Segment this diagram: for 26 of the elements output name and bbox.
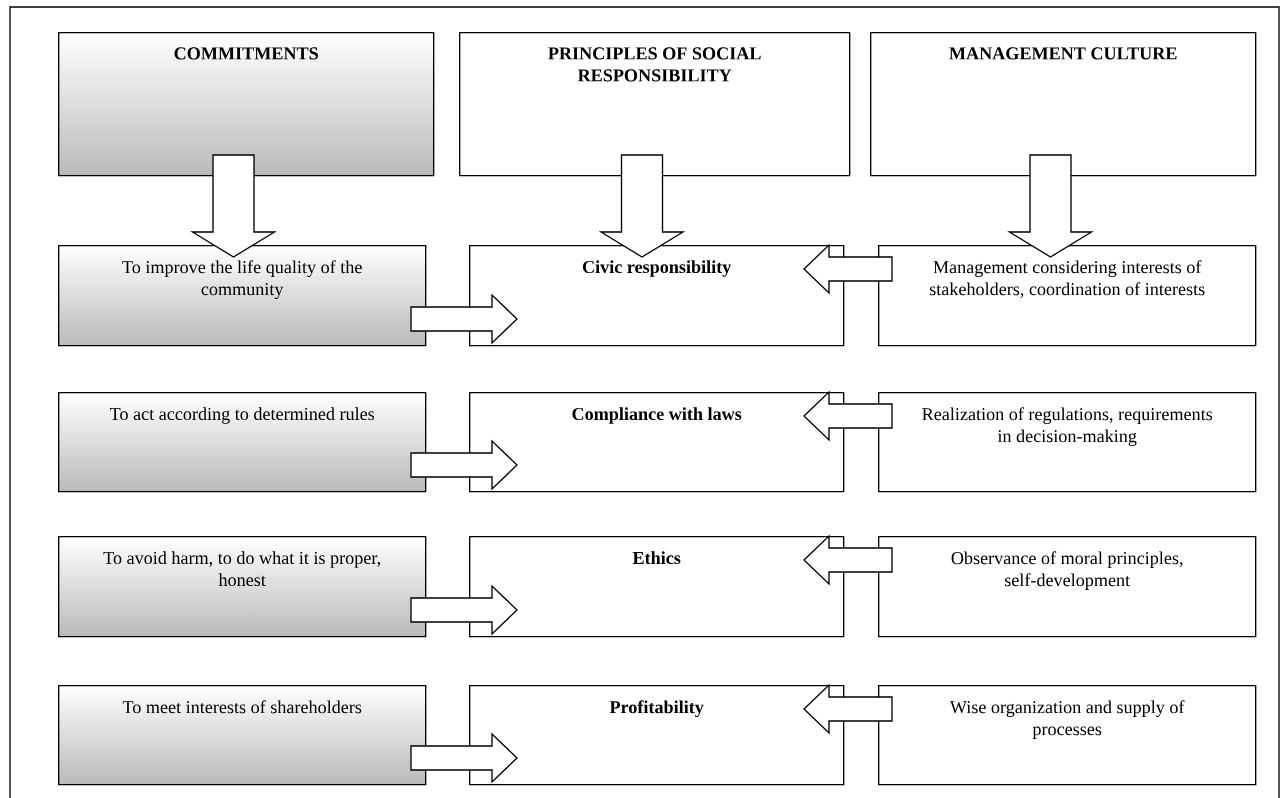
commitment-box: To meet interests of shareholders — [58, 685, 427, 786]
block-arrow — [1007, 154, 1094, 258]
block-arrow — [598, 154, 686, 258]
principle-box: Profitability — [469, 685, 845, 786]
block-arrow — [410, 584, 518, 636]
block-arrow — [803, 534, 893, 586]
block-arrow — [803, 683, 893, 735]
block-arrow — [410, 293, 518, 345]
management-box: Wise organization and supply of processes — [878, 685, 1257, 786]
principle-box: Civic responsibility — [469, 245, 845, 347]
commitment-box: To act according to determined rules — [58, 392, 427, 493]
block-arrow — [190, 154, 277, 258]
header-box: COMMITMENTS — [58, 32, 435, 177]
commitment-box: To improve the life quality of the community — [58, 245, 427, 347]
block-arrow — [410, 732, 518, 784]
principle-box: Ethics — [469, 536, 845, 638]
commitment-box: To avoid harm, to do what it is proper, honest — [58, 536, 427, 638]
management-box: Realization of regulations, requirements in decision-making — [878, 392, 1257, 493]
block-arrow — [410, 439, 518, 491]
principle-box: Compliance with laws — [469, 392, 845, 493]
block-arrow — [803, 243, 893, 295]
management-box: Management considering interests of stakeholders, coordination of interests — [878, 245, 1257, 347]
header-box: MANAGEMENT CULTURE — [870, 32, 1257, 177]
block-arrow — [803, 390, 893, 442]
header-box: PRINCIPLES OF SOCIAL RESPONSIBILITY — [459, 32, 851, 177]
management-box: Observance of moral principles, self-development — [878, 536, 1257, 638]
